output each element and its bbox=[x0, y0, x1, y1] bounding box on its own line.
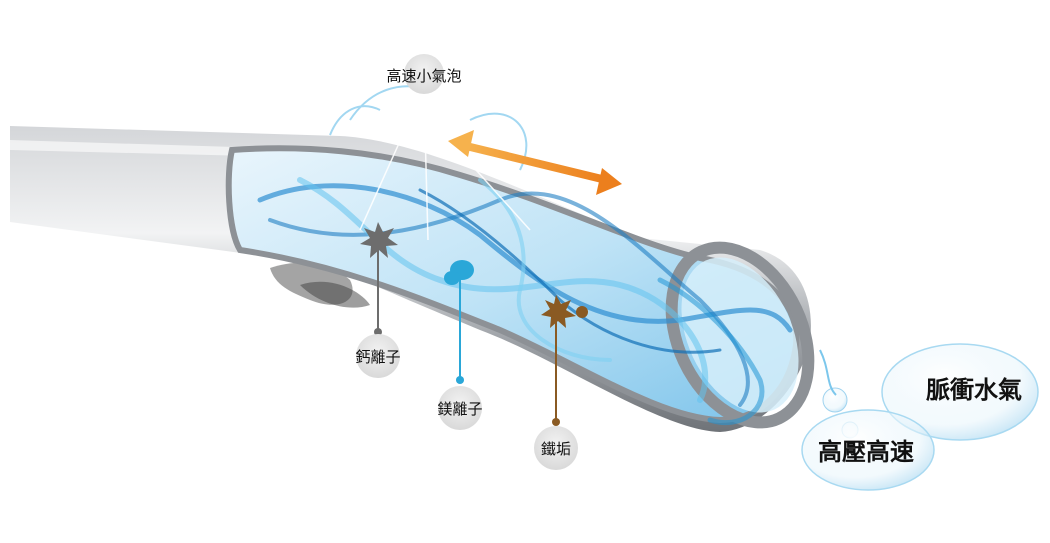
water-bubbles bbox=[801, 343, 1039, 491]
svg-text:鐵垢: 鐵垢 bbox=[541, 440, 571, 458]
svg-text:脈衝水氣: 脈衝水氣 bbox=[926, 376, 1022, 404]
bubbles-label: 高速小氣泡 bbox=[386, 54, 462, 94]
flow-direction-arrow-icon bbox=[448, 130, 622, 195]
bubble-pointer-lines bbox=[359, 129, 531, 241]
pressure-label: 高壓高速 bbox=[818, 438, 914, 466]
magnesium-ion-marker bbox=[444, 260, 474, 384]
scale-deposit bbox=[270, 262, 370, 308]
calcium-ion-marker bbox=[360, 222, 398, 336]
pipe bbox=[10, 126, 815, 432]
svg-text:鈣離子: 鈣離子 bbox=[355, 348, 400, 366]
calcium-label: 鈣離子 bbox=[355, 334, 401, 378]
pulse-label: 脈衝水氣 bbox=[926, 376, 1022, 404]
magnesium-label: 鎂離子 bbox=[437, 386, 483, 430]
rust-label: 鐵垢 bbox=[534, 426, 578, 470]
svg-text:鎂離子: 鎂離子 bbox=[437, 400, 482, 418]
rust-marker bbox=[541, 295, 588, 426]
svg-text:高速小氣泡: 高速小氣泡 bbox=[386, 67, 461, 85]
svg-text:高壓高速: 高壓高速 bbox=[818, 438, 914, 466]
